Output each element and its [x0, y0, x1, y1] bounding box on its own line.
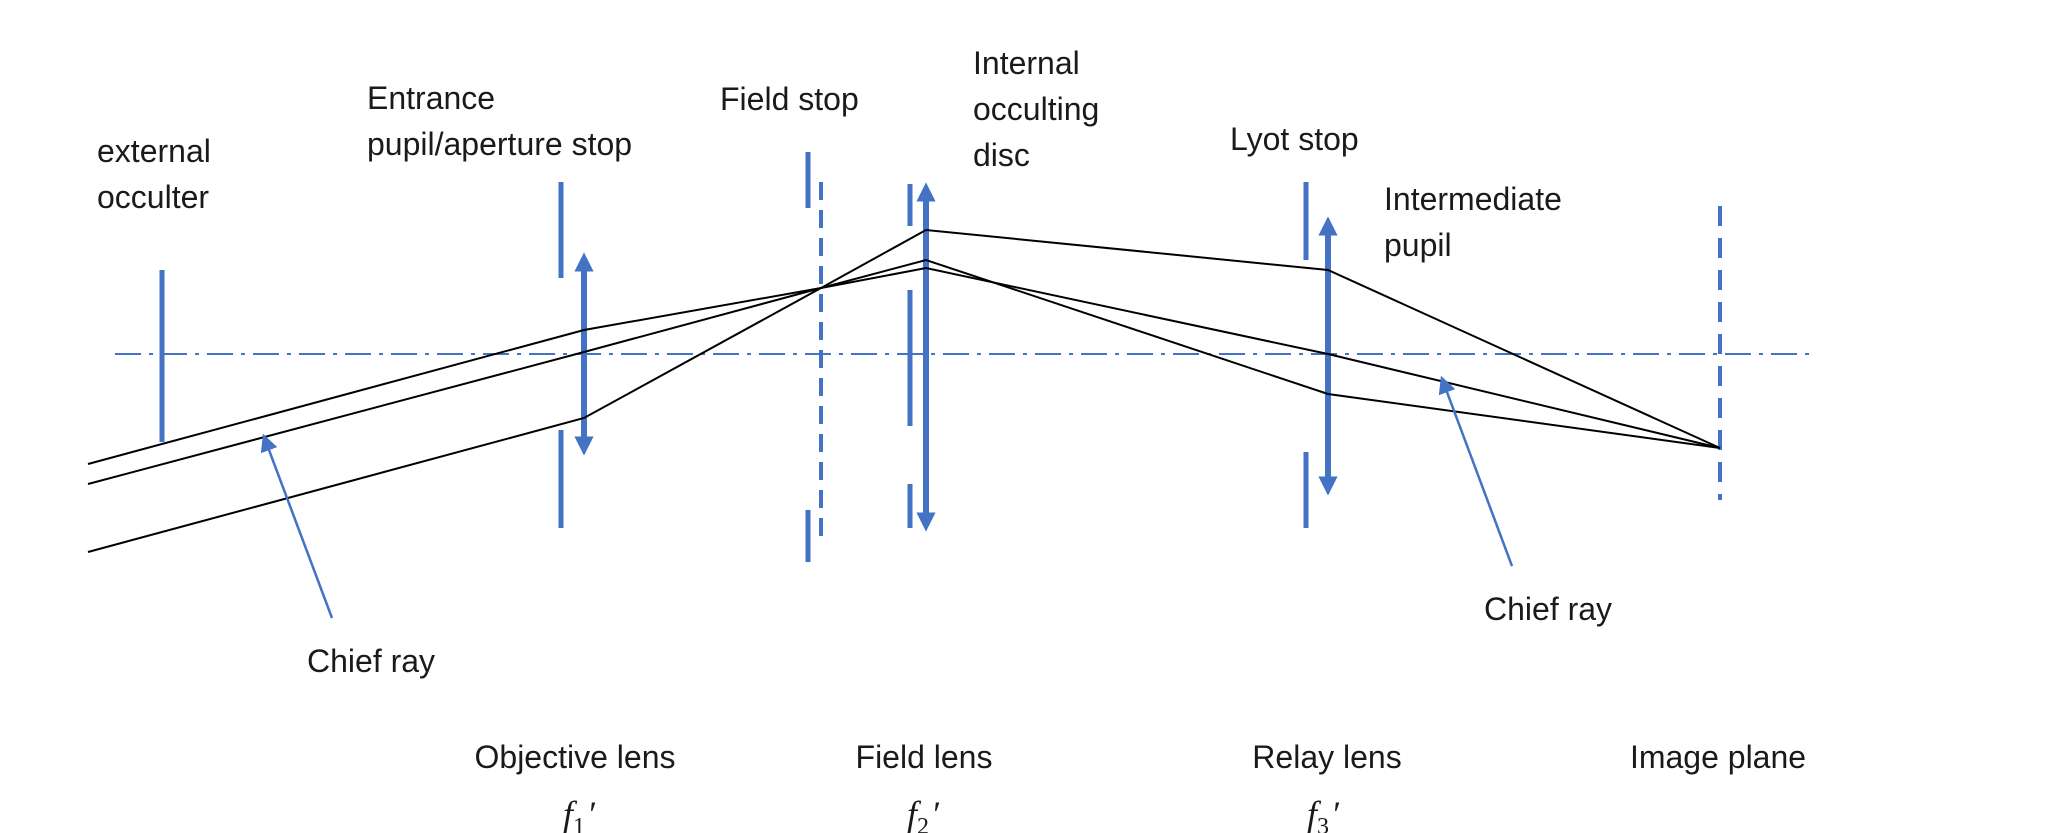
entrance-pupil-label: Entrance pupil/aperture stop — [367, 80, 632, 162]
chief-ray-right-label: Chief ray — [1484, 591, 1612, 627]
relay-lens-label: Relay lens — [1252, 739, 1401, 775]
chief-ray-left-pointer — [260, 433, 334, 619]
field-stop — [805, 152, 823, 562]
f2-subscript: 2 — [917, 814, 929, 833]
chief-ray-right-pointer — [1438, 375, 1514, 567]
focal-length-f3: f3′ — [1307, 794, 1340, 833]
intermediate-pupil-line2: pupil — [1384, 227, 1452, 263]
f1-prime: ′ — [587, 794, 596, 833]
focal-length-f2: f2′ — [907, 794, 940, 833]
f3-subscript: 3 — [1317, 814, 1329, 833]
internal-occulting-line1: Internal — [973, 45, 1080, 81]
intermediate-pupil-line1: Intermediate — [1384, 181, 1562, 217]
field-lens-label: Field lens — [856, 739, 993, 775]
f2-prime: ′ — [931, 794, 940, 833]
f3-prime: ′ — [1331, 794, 1340, 833]
ray-lower — [87, 228, 1721, 553]
entrance-pupil-line1: Entrance — [367, 80, 495, 116]
ray-upper — [87, 258, 1721, 465]
internal-occulting-disc-label: Internal occulting disc — [973, 45, 1108, 173]
field-stop-label: Field stop — [720, 81, 859, 117]
image-plane-label: Image plane — [1630, 739, 1806, 775]
ray-chief — [87, 266, 1721, 485]
lyot-stop-label: Lyot stop — [1230, 121, 1359, 157]
external-occulter-line1: external — [97, 133, 211, 169]
focal-length-f1: f1′ — [563, 794, 596, 833]
objective-lens-label: Objective lens — [475, 739, 676, 775]
external-occulter-line2: occulter — [97, 179, 209, 215]
chief-ray-left-label: Chief ray — [307, 643, 435, 679]
intermediate-pupil-label: Intermediate pupil — [1384, 181, 1571, 263]
internal-occulting-line2: occulting — [973, 91, 1099, 127]
internal-occulting-line3: disc — [973, 137, 1030, 173]
entrance-pupil-line2: pupil/aperture stop — [367, 126, 632, 162]
external-occulter-label: external occulter — [97, 133, 220, 215]
f1-subscript: 1 — [573, 814, 585, 833]
